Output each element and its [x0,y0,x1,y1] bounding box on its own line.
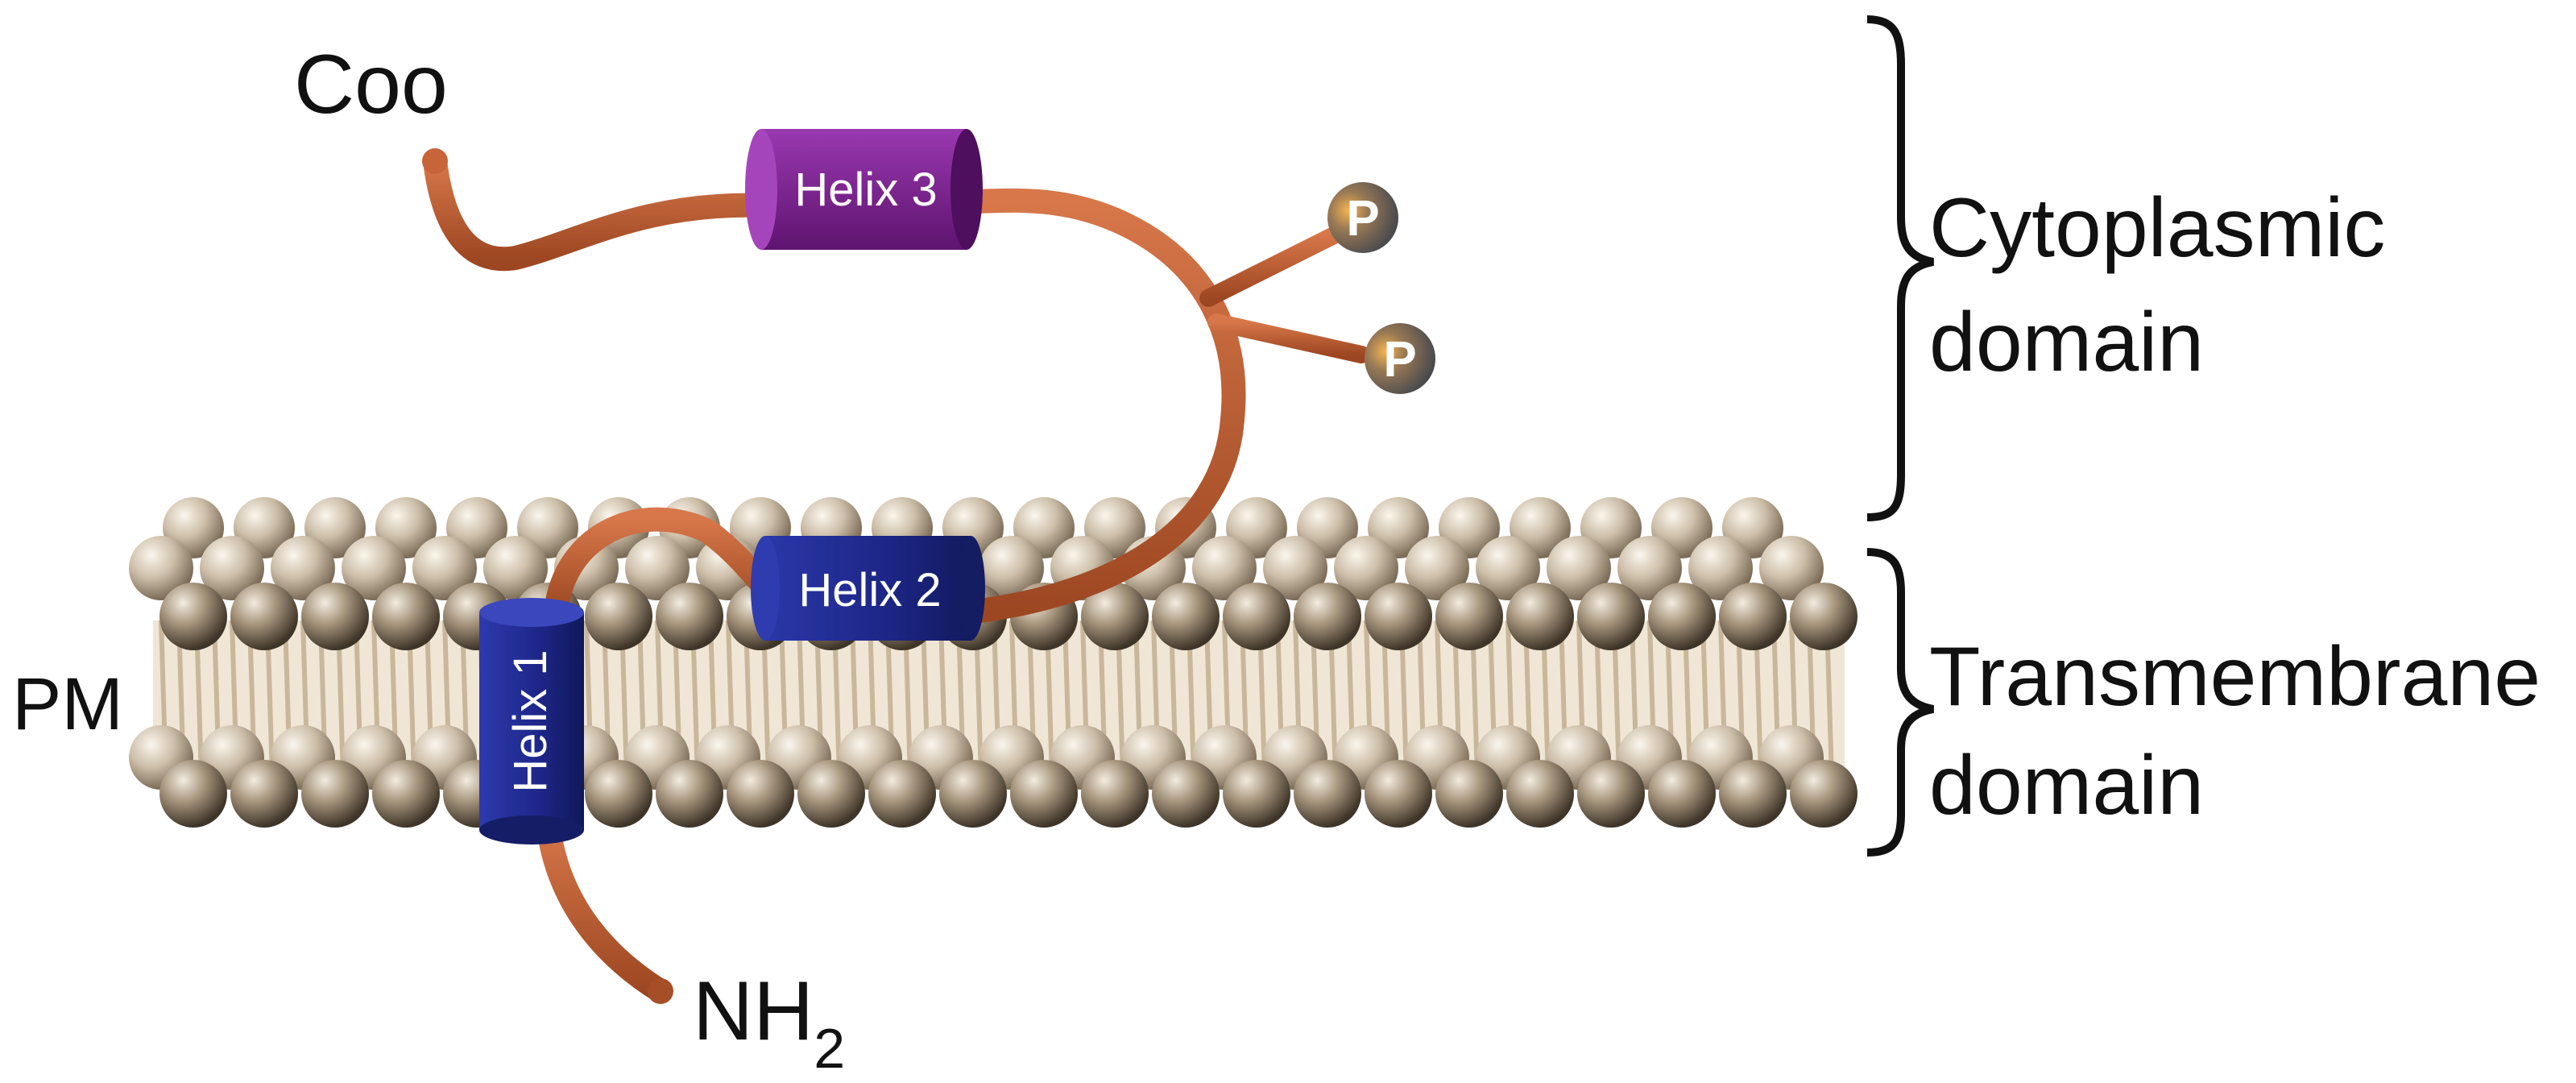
lipid-head [1435,583,1503,650]
phospho-group-1: P [1327,182,1398,253]
chain-branch-p2 [1207,313,1370,363]
lipid-head [797,760,865,828]
n-terminus-label: NH2 [693,965,845,1080]
lipid-head [1688,536,1753,600]
lipid-head [979,536,1044,600]
lipid-head [1648,760,1716,828]
lipid-head [1263,536,1327,600]
lipid-head [1192,536,1257,600]
transmembrane-domain-label-line2: domain [1929,739,2204,832]
lipid-head [342,536,406,600]
lipid-head [1010,760,1078,828]
lipid-head [483,536,548,600]
lipid-head [1790,760,1857,828]
lipid-head [625,536,690,600]
lipid-head [656,583,723,650]
lipid-head [1547,536,1611,600]
lipid-head [1081,583,1149,650]
lipid-head [1294,760,1361,828]
lipid-head [1365,583,1432,650]
lipid-head [1577,760,1645,828]
lipid-head [412,536,477,600]
c-terminus-cap [422,148,448,174]
lipid-head [230,760,298,828]
phospho-2-label: P [1383,332,1416,388]
lipid-head [301,760,369,828]
lipid-head [1506,583,1574,650]
lipid-head [1617,536,1682,600]
helix-2-label: Helix 2 [798,564,941,616]
phospho-group-2: P [1365,323,1435,394]
lipid-head [1152,760,1220,828]
lipid-head [1648,583,1716,650]
lipid-head [230,583,298,650]
lipid-head [1719,760,1787,828]
lipid-head [301,583,369,650]
lipid-head [1334,536,1398,600]
cytoplasmic-brace [1866,15,1935,521]
helix-1-label: Helix 1 [504,649,557,792]
chain-branch-p1 [1199,225,1346,307]
helix-3: Helix 3 [745,129,983,250]
n-terminus-cap [648,978,673,1004]
lipid-head [1223,583,1290,650]
lipid-head [1719,583,1787,650]
lipid-heads-top-front [159,583,1857,650]
lipid-head [1152,583,1220,650]
lipid-head [1790,583,1857,650]
lipid-head [1294,583,1361,650]
lipid-head [939,760,1007,828]
phospho-1-label: P [1346,191,1379,247]
lipid-head [1476,536,1540,600]
lipid-head [1365,760,1432,828]
lipid-heads-bottom [129,725,1857,828]
lipid-head [868,760,936,828]
lipid-head [159,583,227,650]
lipid-head [1223,760,1290,828]
c-terminus-label: Coo [294,38,448,131]
lipid-head [1405,536,1469,600]
lipid-head [585,760,652,828]
protein-chain [423,149,1370,1003]
lipid-head [200,536,264,600]
lipid-head [656,760,723,828]
plasma-membrane [129,497,1857,828]
chain-loop-2-3 [955,188,1246,624]
lipid-head [372,760,440,828]
chain-n-terminal-segment [536,810,673,1003]
cytoplasmic-domain-label-line2: domain [1929,296,2204,389]
lipid-heads-top-back [129,497,1824,600]
lipid-head [159,760,227,828]
n-terminus-subscript: 2 [814,1017,845,1080]
lipid-head [1081,760,1149,828]
lipid-head [1435,760,1503,828]
chain-c-terminal-segment [423,149,777,272]
helix-2: Helix 2 [751,536,985,641]
lipid-head [372,583,440,650]
pm-label: PM [12,663,123,745]
lipid-head [585,583,652,650]
n-terminus-main: NH [693,965,814,1058]
lipid-head [1506,760,1574,828]
helix-3-label: Helix 3 [794,164,937,216]
helix-1: Helix 1 [479,598,584,844]
lipid-head [727,760,794,828]
lipid-head [129,536,193,600]
lipid-head [1577,583,1645,650]
transmembrane-brace [1866,548,1935,857]
cytoplasmic-domain-label-line1: Cytoplasmic [1929,181,2385,275]
transmembrane-domain-label-line1: Transmembrane [1929,630,2541,724]
lipid-head [1759,536,1824,600]
lipid-head [271,536,335,600]
